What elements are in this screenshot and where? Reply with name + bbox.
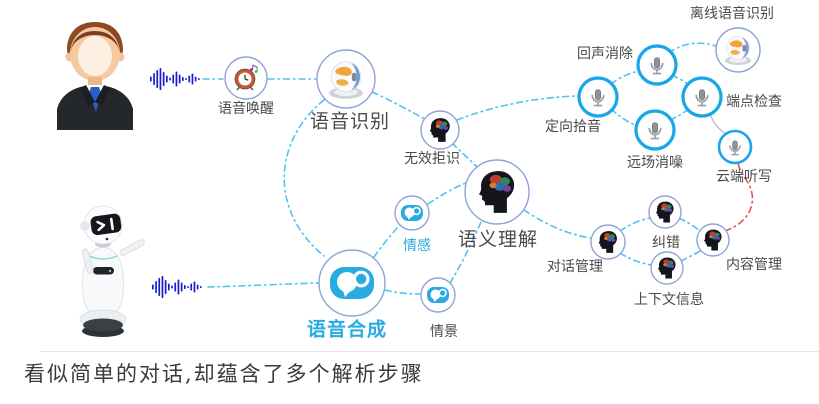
edge-synthesis-scene — [384, 289, 422, 295]
chat-bubbles-icon — [400, 204, 424, 222]
edge-rejection-pickup — [456, 95, 579, 121]
label-invalid-rejection: 无效拒识 — [404, 150, 460, 166]
node-far-field-denoising — [634, 109, 676, 151]
node-semantic-understanding — [464, 159, 530, 225]
edge-recognition-rejection — [371, 91, 426, 120]
node-speech-synthesis — [318, 249, 386, 317]
node-context-information — [650, 251, 684, 285]
label-context-information: 上下文信息 — [634, 291, 704, 307]
node-emotion — [394, 195, 430, 231]
edge-content-cloud — [724, 162, 754, 232]
label-far-field-denoising: 远场消噪 — [627, 154, 683, 170]
label-speech-recognition: 语音识别 — [309, 111, 391, 133]
edge-synthesis-emotion — [373, 224, 401, 258]
node-invalid-rejection — [420, 110, 460, 150]
edge-scene-semantic — [449, 221, 482, 284]
chat-bubbles-icon — [328, 265, 376, 301]
chat-bubbles-icon — [426, 286, 450, 304]
label-echo-cancellation: 回声消除 — [577, 45, 633, 61]
edge-correction-content — [678, 217, 701, 232]
node-echo-cancellation — [636, 44, 678, 86]
node-dialogue-management — [590, 224, 626, 260]
edge-pickup-echo — [610, 70, 640, 85]
node-scene-context — [420, 277, 456, 313]
edge-pickup-farfield — [610, 108, 638, 127]
edge-rejection-semantic — [451, 142, 478, 168]
label-error-correction: 纠错 — [652, 234, 680, 250]
label-dialogue-management: 对话管理 — [547, 258, 603, 274]
edge-emotion-semantic — [427, 182, 467, 205]
node-speech-recognition — [316, 49, 376, 109]
edge-semantic-dialogue — [523, 209, 591, 239]
node-error-correction — [648, 195, 682, 229]
edge-farfield-endpoint — [669, 108, 690, 121]
edge-dialogue-context — [619, 252, 652, 266]
edge-context-content — [680, 249, 703, 262]
separator-line — [40, 351, 819, 352]
caption-text: 看似简单的对话,却蕴含了多个解析步骤 — [24, 362, 424, 386]
label-emotion: 情感 — [403, 237, 431, 253]
node-cloud-dictation — [717, 129, 753, 165]
audio-waveform-robot — [152, 276, 202, 298]
label-content-management: 内容管理 — [726, 256, 782, 272]
label-semantic-understanding: 语义理解 — [457, 229, 539, 251]
node-directional-pickup — [577, 76, 619, 118]
businessman-avatar — [57, 22, 133, 130]
globe-mic-icon — [724, 36, 752, 66]
audio-waveform-human — [150, 68, 200, 90]
edge-echo-offline — [668, 42, 717, 54]
globe-mic-icon — [328, 61, 364, 100]
edge-robot-synthesis — [207, 282, 320, 288]
label-cloud-dictation: 云端听写 — [716, 168, 772, 184]
label-scene-context: 情景 — [430, 323, 458, 339]
label-offline-speech-recognition: 离线语音识别 — [690, 5, 774, 21]
service-robot-avatar — [79, 205, 145, 337]
edge-endpoint-cloud — [709, 112, 728, 136]
label-voice-wakeup: 语音唤醒 — [218, 100, 274, 116]
edge-recognition-synthesis — [283, 99, 325, 257]
label-speech-synthesis: 语音合成 — [306, 319, 388, 341]
edge-dialogue-correction — [619, 217, 651, 232]
node-endpoint-check — [681, 76, 723, 118]
node-offline-speech-recognition — [715, 27, 761, 73]
label-endpoint-check: 端点检查 — [726, 93, 782, 109]
connector-lines — [202, 42, 717, 295]
node-content-management — [696, 223, 730, 257]
label-directional-pickup: 定向拾音 — [545, 118, 601, 134]
diagram-artwork — [57, 22, 761, 337]
node-voice-wakeup — [224, 56, 268, 100]
